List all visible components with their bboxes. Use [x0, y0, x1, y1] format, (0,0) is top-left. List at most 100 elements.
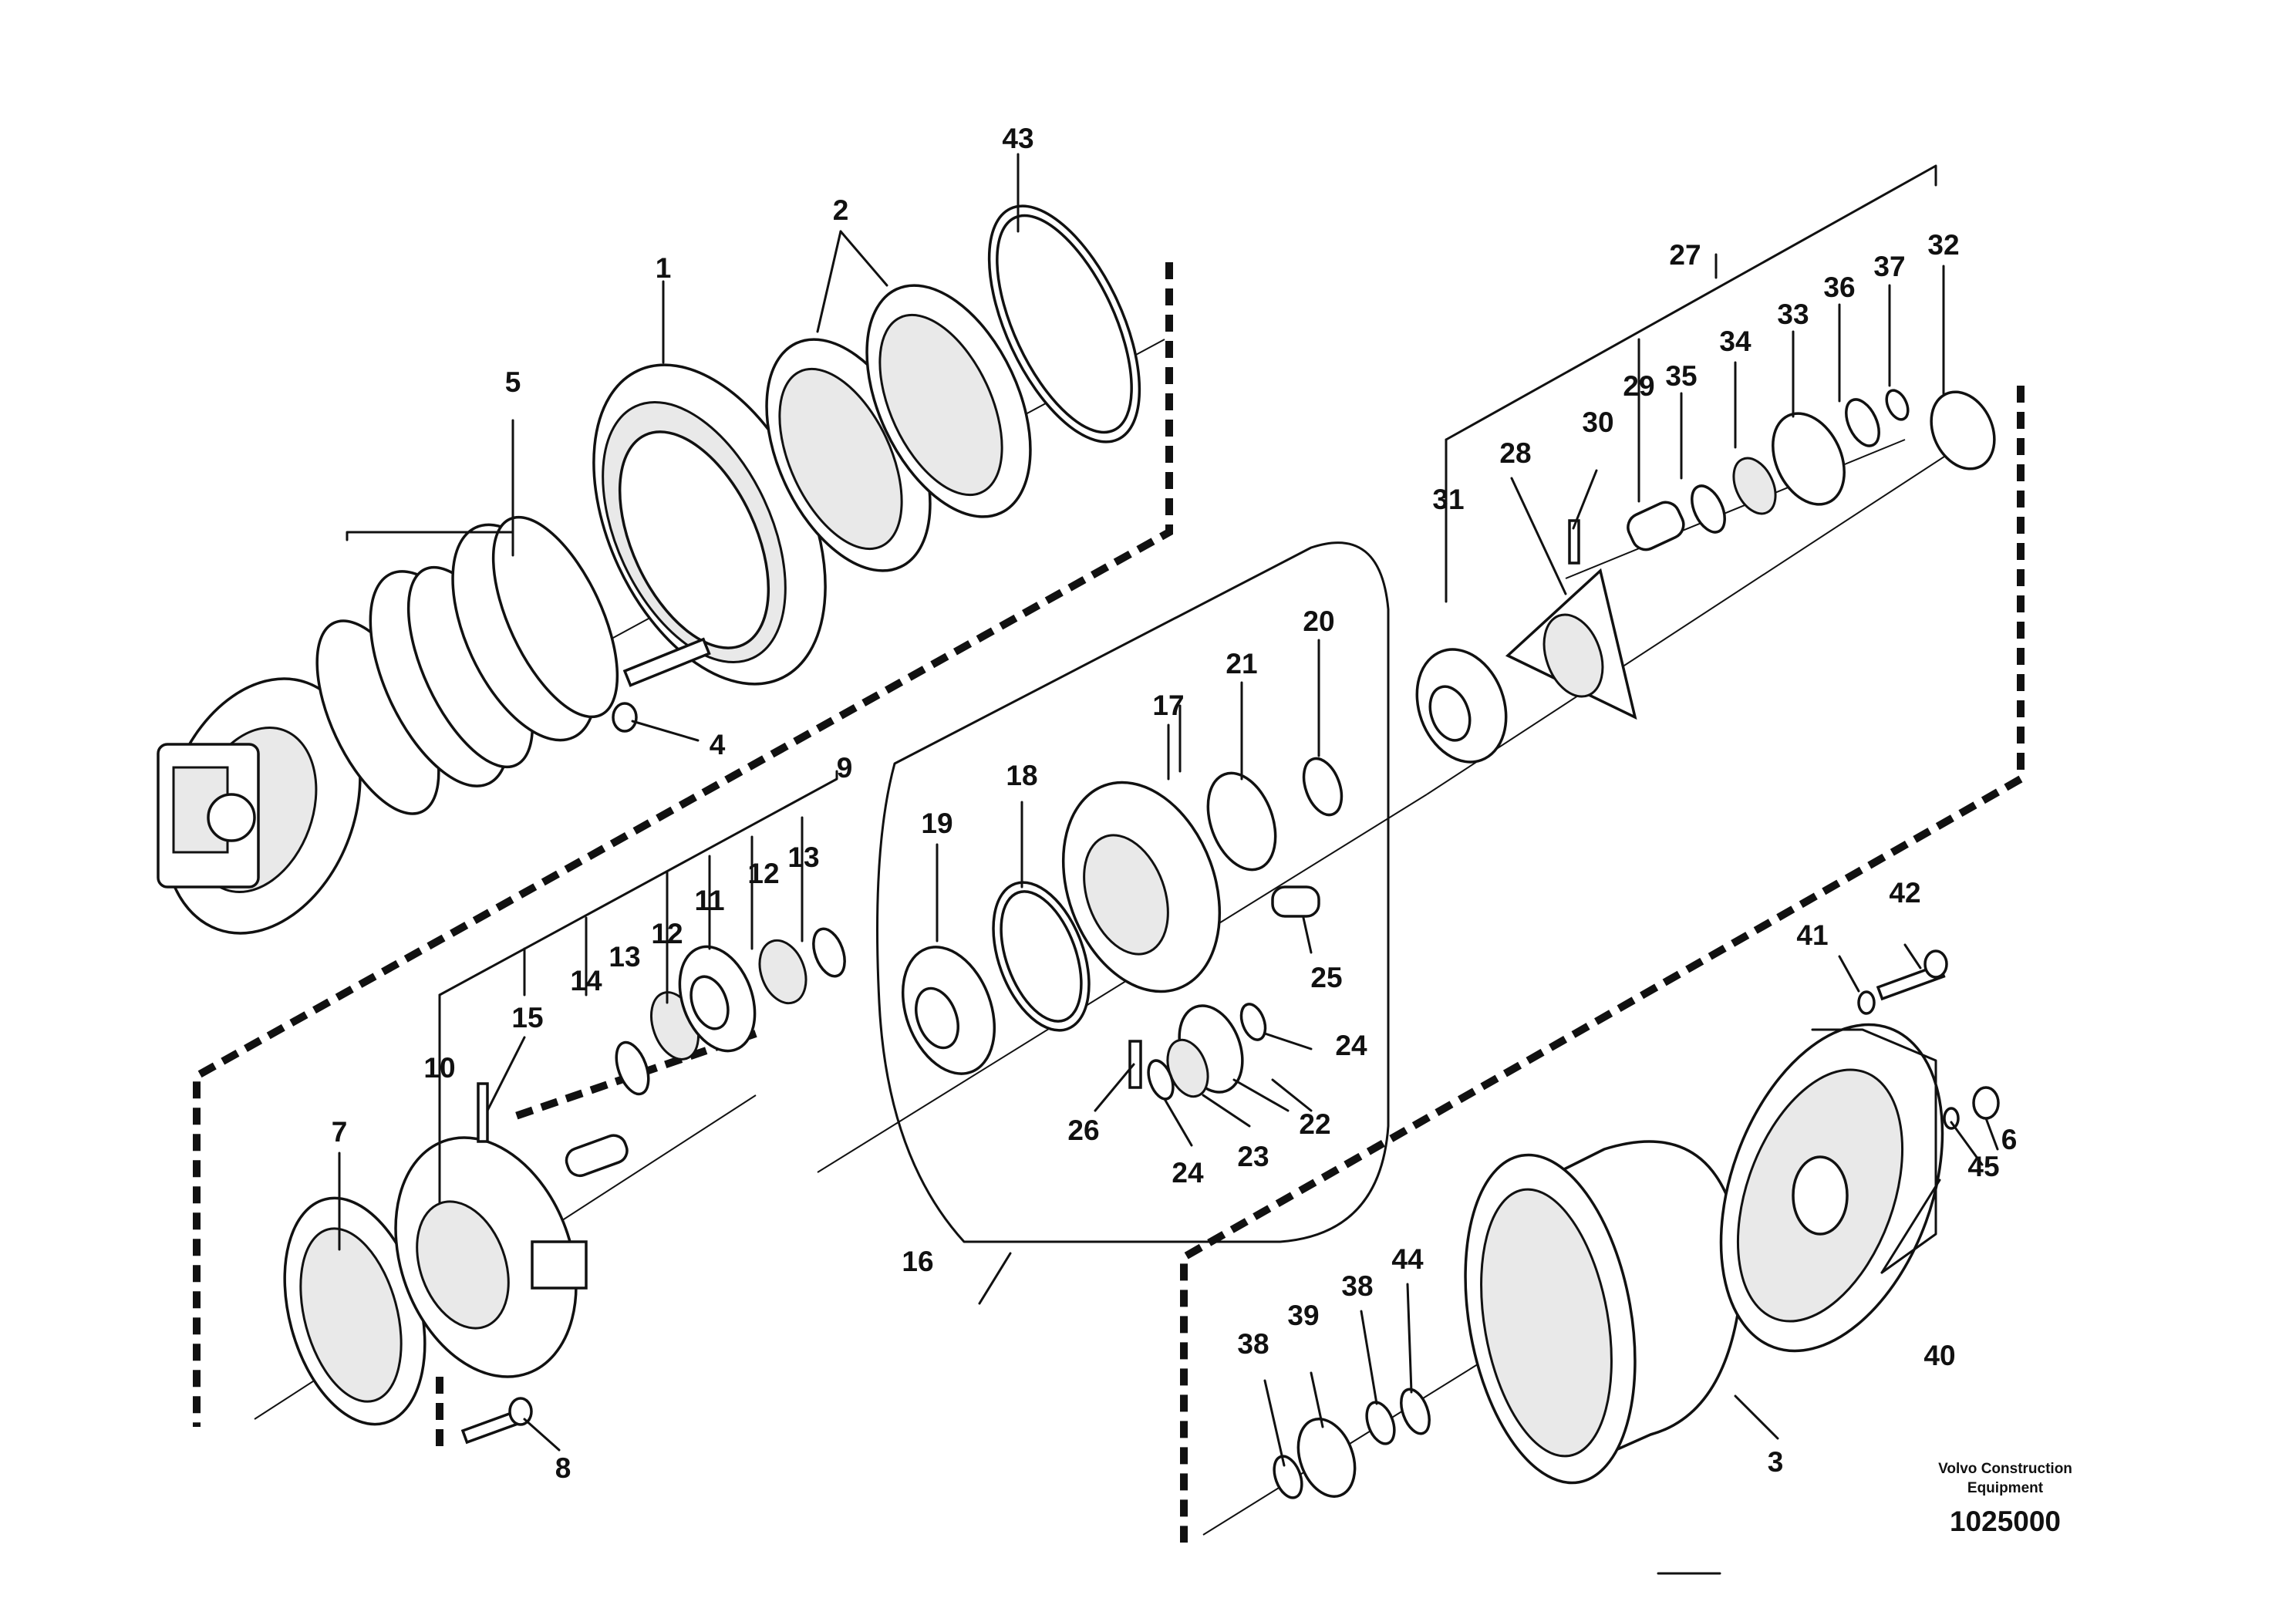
- callout-29: 29: [1623, 370, 1654, 402]
- callout-8: 8: [555, 1452, 571, 1484]
- washer-part-24a: [1147, 1059, 1175, 1101]
- carrier-plate-part-28: [1505, 568, 1637, 720]
- callout-leader-lines: [338, 153, 1999, 1575]
- bolt-part-4: [612, 637, 711, 733]
- callout-19: 19: [921, 808, 952, 839]
- motor-housing: [157, 677, 362, 935]
- seal-part-5: [369, 515, 619, 787]
- dashed-assembly-frames: [193, 262, 2025, 1543]
- callout-5: 5: [505, 366, 521, 398]
- callout-14: 14: [570, 965, 602, 996]
- washer-part-41: [1857, 990, 1876, 1015]
- pin-part-25: [1271, 885, 1320, 918]
- callout-40: 40: [1923, 1340, 1955, 1371]
- pin-part-26: [1128, 1040, 1142, 1089]
- bearing-part-2: [765, 284, 1032, 572]
- callout-43: 43: [1002, 123, 1033, 154]
- ring-part-18: [992, 881, 1091, 1032]
- pin-part-30: [1568, 519, 1580, 565]
- callout-32: 32: [1927, 229, 1959, 261]
- callout-13b: 13: [787, 841, 819, 873]
- gear-part-33: [1772, 412, 1846, 506]
- bolt-part-8: [460, 1397, 533, 1445]
- pin-part-15: [477, 1082, 489, 1143]
- callout-42: 42: [1889, 877, 1920, 909]
- callout-38b: 38: [1341, 1270, 1373, 1302]
- callout-12b: 12: [747, 858, 779, 889]
- callout-20: 20: [1303, 605, 1334, 637]
- callout-21: 21: [1226, 648, 1257, 679]
- callout-16: 16: [902, 1246, 933, 1277]
- callout-7: 7: [332, 1116, 348, 1148]
- ring-part-32: [1930, 390, 1996, 470]
- callout-27: 27: [1669, 239, 1701, 271]
- callout-10: 10: [423, 1052, 455, 1084]
- callout-labels: 1 2 3 4 5 6 7 8 9 10 11 12 12 13 13 14 1…: [332, 123, 2018, 1484]
- callout-12a: 12: [651, 918, 683, 949]
- group-frame-part-16: [876, 541, 1390, 1243]
- needle-bearing-part-12b: [758, 939, 807, 1005]
- callout-25: 25: [1310, 962, 1342, 993]
- callout-35: 35: [1665, 360, 1697, 392]
- shaft-part-29: [1627, 501, 1685, 551]
- ring-part-43: [987, 204, 1141, 443]
- o-ring-part-21: [1206, 771, 1277, 872]
- callout-30: 30: [1582, 406, 1613, 438]
- callout-17: 17: [1152, 690, 1184, 721]
- callout-44: 44: [1391, 1243, 1424, 1275]
- o-ring-part-45: [1943, 1107, 1960, 1130]
- bolt-part-42: [1876, 949, 1948, 1001]
- callout-2: 2: [833, 194, 849, 226]
- callout-18: 18: [1006, 760, 1037, 791]
- callout-13a: 13: [609, 941, 640, 973]
- gear-part-39: [1296, 1418, 1357, 1498]
- washer-part-24b: [1239, 1003, 1267, 1041]
- callout-36: 36: [1823, 271, 1855, 303]
- callout-24a: 24: [1335, 1030, 1367, 1061]
- washer-part-35: [1691, 484, 1726, 534]
- callout-15: 15: [511, 1002, 543, 1034]
- callout-22: 22: [1299, 1108, 1330, 1140]
- callout-33: 33: [1777, 298, 1809, 330]
- pin-part-14: [565, 1134, 629, 1178]
- washer-part-38a: [1365, 1401, 1396, 1445]
- callout-45: 45: [1967, 1151, 1999, 1182]
- callout-9: 9: [837, 752, 853, 784]
- callout-3: 3: [1768, 1446, 1784, 1478]
- cover-part-7: [283, 1196, 426, 1426]
- callout-6: 6: [2001, 1124, 2018, 1155]
- brand-line-2: Equipment: [1967, 1480, 2044, 1496]
- gear-part-19: [901, 946, 996, 1075]
- washer-part-20: [1302, 757, 1344, 817]
- callout-24b: 24: [1172, 1157, 1204, 1189]
- callout-34: 34: [1719, 325, 1752, 357]
- washer-part-36: [1845, 398, 1880, 447]
- carrier-part-17: [1061, 781, 1222, 993]
- callout-4: 4: [710, 729, 726, 760]
- sprocket-hub-part-1: [592, 363, 827, 686]
- needle-bearing-part-34: [1732, 457, 1777, 515]
- callout-38a: 38: [1237, 1328, 1269, 1360]
- callout-26: 26: [1067, 1114, 1099, 1146]
- brand-line-1: Volvo Construction: [1938, 1461, 2072, 1477]
- callout-41: 41: [1796, 919, 1828, 951]
- washer-part-13a: [615, 1040, 650, 1096]
- carrier-part-10: [394, 1136, 588, 1378]
- ring-part-44: [1400, 1388, 1431, 1435]
- callout-28: 28: [1499, 437, 1531, 469]
- callout-1: 1: [656, 252, 672, 284]
- washer-part-38b: [1273, 1455, 1303, 1499]
- ring-gear-part-3: [1464, 1140, 1745, 1485]
- callout-39: 39: [1287, 1300, 1319, 1331]
- plug-part-6: [1972, 1086, 2000, 1120]
- callout-31: 31: [1432, 484, 1464, 515]
- ring-part-37: [1885, 389, 1910, 421]
- callout-37: 37: [1873, 251, 1905, 282]
- callout-11: 11: [694, 885, 724, 916]
- brand-block: Volvo Construction Equipment 1025000: [1938, 1461, 2072, 1537]
- washer-part-13b: [812, 927, 846, 978]
- callout-23: 23: [1237, 1141, 1269, 1172]
- gear-part-11: [678, 945, 757, 1053]
